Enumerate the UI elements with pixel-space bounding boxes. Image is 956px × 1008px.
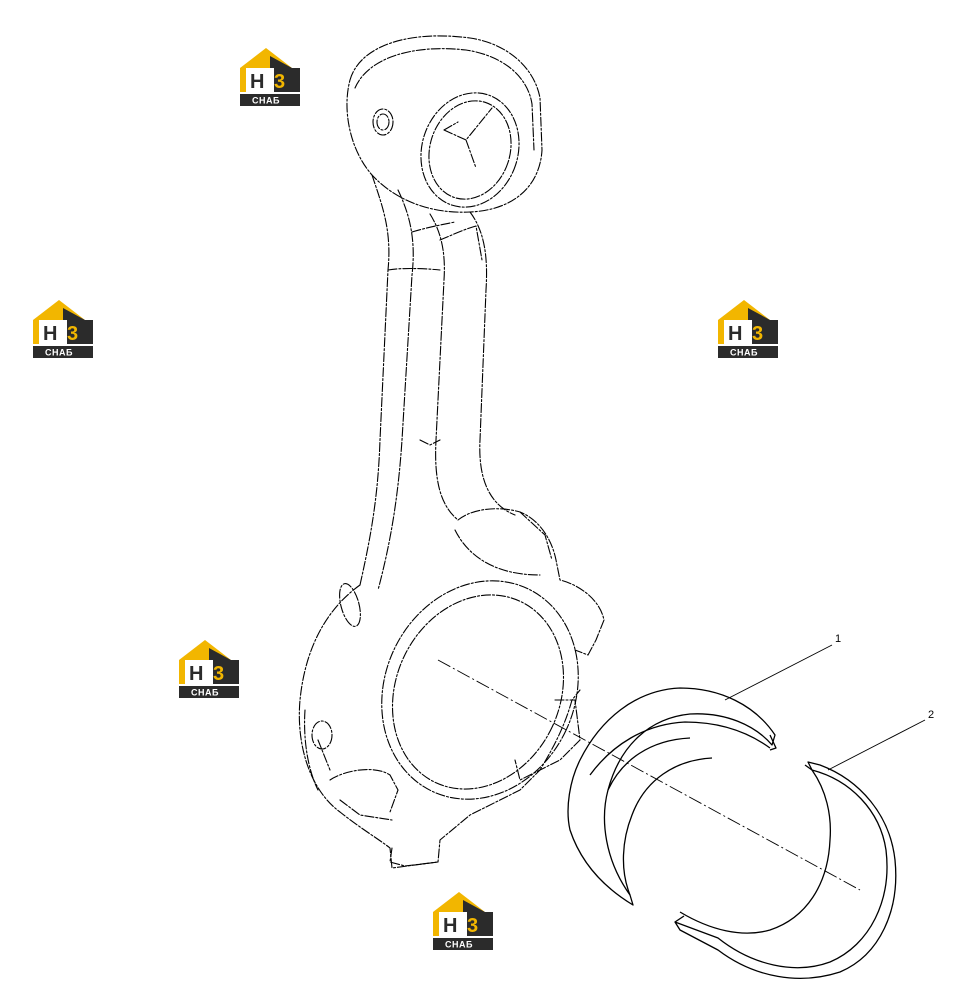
watermark-text: CHAБ <box>730 348 758 358</box>
leader-2 <box>827 719 926 771</box>
watermark-text: CHAБ <box>252 96 280 106</box>
watermark-logo-icon: CHAБ <box>433 892 493 950</box>
callout-1: 1 <box>835 633 841 645</box>
watermark-logo-icon: CHAБ <box>179 640 239 698</box>
callout-labels: 1 2 <box>835 633 934 721</box>
callout-2: 2 <box>928 709 934 721</box>
watermark-text: CHAБ <box>191 688 219 698</box>
leader-1 <box>724 644 833 701</box>
lower-bearing-shell <box>674 761 897 979</box>
connecting-rod <box>298 35 605 869</box>
watermark-logo-icon: CHAБ <box>240 48 300 106</box>
watermark-text: CHAБ <box>445 940 473 950</box>
callout-leaders <box>724 644 926 771</box>
watermark-logos: CHAБ CHAБ CHAБ CHAБ CHAБ <box>33 48 778 950</box>
bearing-axis-line <box>437 659 861 891</box>
watermark-logo-icon: CHAБ <box>33 300 93 358</box>
watermark-text: CHAБ <box>45 348 73 358</box>
upper-bearing-shell <box>567 687 777 906</box>
watermark-logo-icon: CHAБ <box>718 300 778 358</box>
